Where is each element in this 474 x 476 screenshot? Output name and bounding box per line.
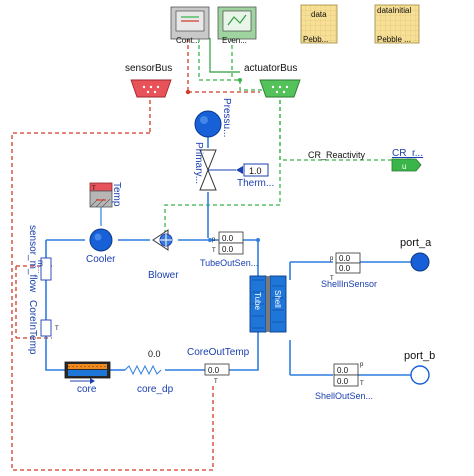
therm-value: 1.0 [249, 166, 262, 176]
cr-reactivity-output[interactable]: CR_Reactivity CR_r... u [308, 148, 423, 172]
core-dp-label: core_dp [137, 384, 174, 395]
pressure-label: Pressu... [221, 98, 232, 137]
core-label: core [77, 384, 97, 395]
shell-in-sensor[interactable]: p T 0.0 0.0 ShellInSensor [321, 252, 377, 289]
shell-out-t-letter: T [360, 381, 364, 387]
controller-label: Cont... [176, 36, 200, 45]
shell-in-value-1: 0.0 [339, 254, 351, 263]
tube-out-sensor[interactable]: p T 0.0 0.0 TubeOutSen... [200, 231, 258, 268]
data-label: data [311, 10, 327, 19]
temp-sensor[interactable]: T Temp [89, 182, 122, 226]
shell-out-p-letter: p [360, 362, 364, 368]
shell-out-value-1: 0.0 [337, 366, 349, 375]
tube-out-t-letter: T [212, 248, 216, 254]
core-component[interactable]: core [64, 361, 111, 395]
tube-out-sensor-label: TubeOutSen... [200, 258, 258, 268]
shell-in-value-2: 0.0 [339, 264, 351, 273]
pressure-boundary[interactable]: Pressu... [194, 98, 232, 138]
actuator-bus-label: actuatorBus [244, 63, 297, 74]
port-b-label: port_b [404, 350, 435, 362]
controller-signal-line [209, 38, 240, 73]
datainitial-label: dataInitial [377, 6, 411, 15]
mass-flow-sensor[interactable]: sensor_m_flow m... [27, 225, 52, 293]
temp-t-letter: T [92, 186, 96, 192]
therm-label: Therm... [237, 178, 274, 189]
actuator-bus-connector[interactable]: actuatorBus [244, 63, 301, 98]
core-in-temp-sensor[interactable]: T CoreInTemp [27, 300, 59, 355]
tube-out-p-letter: p [212, 237, 216, 243]
m-dot-label: m... [36, 260, 45, 273]
primary-valve[interactable]: Primary... [193, 142, 236, 191]
shell-in-p-letter: p [330, 256, 334, 262]
sensor-bus-label: sensorBus [125, 63, 172, 74]
tube-label: Tube [253, 292, 262, 310]
primary-label: Primary... [193, 142, 204, 184]
temp-label: Temp [111, 182, 122, 207]
core-out-temp-sensor[interactable]: 0.0 T CoreOutTemp [187, 347, 250, 385]
blower-component[interactable]: Blower [148, 229, 179, 281]
tube-out-value-2: 0.0 [222, 245, 234, 254]
events-block[interactable]: Even... [217, 6, 257, 45]
core-dp-component[interactable]: 0.0 core_dp [124, 349, 174, 395]
shell-label: Shell [273, 290, 282, 308]
data-sub-label: Pebb... [303, 35, 328, 44]
tube-out-value-1: 0.0 [222, 234, 234, 243]
cr-reactivity-label: CR_Reactivity [308, 150, 366, 160]
shell-out-value-2: 0.0 [337, 377, 349, 386]
core-in-temp-label: CoreInTemp [27, 300, 38, 355]
core-dp-value: 0.0 [148, 349, 161, 359]
shell-out-sensor-label: ShellOutSen... [315, 391, 373, 401]
datainitial-record-block[interactable]: dataInitial Pebble ... [374, 4, 420, 44]
core-out-t-letter: T [214, 379, 218, 385]
port-b[interactable]: port_b [404, 350, 435, 385]
cr-block-label: CR_r... [392, 148, 423, 159]
shell-in-t-letter: T [330, 276, 334, 282]
port-a-label: port_a [400, 237, 432, 249]
actuator-bus-connections [164, 38, 395, 235]
core-out-temp-label: CoreOutTemp [187, 347, 250, 358]
port-a[interactable]: port_a [400, 237, 432, 272]
cr-port-label: u [402, 162, 406, 171]
cooler-label: Cooler [86, 254, 116, 265]
controller-block[interactable]: Cont... [170, 6, 210, 45]
shell-in-sensor-label: ShellInSensor [321, 279, 377, 289]
thermal-input-block[interactable]: 1.0 Therm... [236, 163, 274, 189]
core-in-t-letter: T [55, 326, 59, 332]
core-out-value: 0.0 [208, 366, 220, 375]
sensor-bus-connector[interactable]: sensorBus [125, 63, 172, 98]
blower-label: Blower [148, 270, 179, 281]
events-label: Even... [222, 36, 247, 45]
heat-exchanger[interactable]: Tube Shell [249, 275, 287, 333]
shell-out-sensor[interactable]: p T 0.0 0.0 ShellOutSen... [315, 362, 373, 401]
data-record-block[interactable]: data Pebb... [300, 4, 338, 44]
sensor-m-flow-label: sensor_m_flow [27, 225, 38, 293]
datainitial-sub-label: Pebble ... [377, 35, 411, 44]
cooler-component[interactable]: Cooler [86, 228, 116, 265]
